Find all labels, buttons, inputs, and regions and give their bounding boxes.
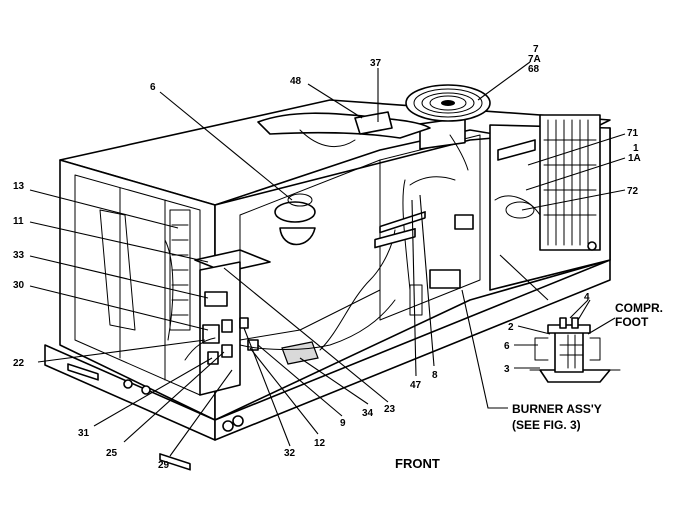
label-29: 29 xyxy=(158,460,170,471)
label-37: 37 xyxy=(370,58,382,69)
label-31: 31 xyxy=(78,428,90,439)
label-11: 11 xyxy=(13,216,24,227)
label-71: 71 xyxy=(627,128,639,139)
label-33: 33 xyxy=(13,250,25,261)
label-burner-line1: BURNER ASS'Y xyxy=(512,402,602,416)
label-7: 7 xyxy=(533,44,539,55)
label-detail-6: 6 xyxy=(504,341,510,352)
left-compartment xyxy=(74,174,201,396)
label-burner-line2: (SEE FIG. 3) xyxy=(512,418,581,432)
label-detail-4: 4 xyxy=(584,292,590,303)
label-9: 9 xyxy=(340,418,346,429)
label-47: 47 xyxy=(410,380,422,391)
label-8: 8 xyxy=(432,370,438,381)
label-compr-line2: FOOT xyxy=(615,315,649,329)
control-box xyxy=(194,249,271,396)
label-34: 34 xyxy=(362,408,374,419)
label-detail-3: 3 xyxy=(504,364,510,375)
label-1a: 1A xyxy=(628,153,641,164)
condenser-fan xyxy=(405,84,491,122)
blower-section xyxy=(239,159,396,365)
leader-lines xyxy=(29,61,626,457)
label-22: 22 xyxy=(13,358,25,369)
label-30: 30 xyxy=(13,280,25,291)
label-48: 48 xyxy=(290,76,302,87)
callouts: 7 7A 68 37 48 6 71 1 1A 72 13 11 33 30 2… xyxy=(13,44,663,471)
label-72: 72 xyxy=(627,186,639,197)
label-32: 32 xyxy=(284,448,296,459)
label-25: 25 xyxy=(106,448,118,459)
label-13: 13 xyxy=(13,181,25,192)
condenser-coil xyxy=(489,114,611,291)
label-7a: 7A xyxy=(528,54,541,65)
label-68: 68 xyxy=(528,64,540,75)
base-knockouts xyxy=(67,211,597,471)
compressor-foot-detail xyxy=(529,317,621,383)
label-detail-2: 2 xyxy=(508,322,514,333)
label-compr-line1: COMPR. xyxy=(615,301,663,315)
label-front: FRONT xyxy=(395,456,440,471)
label-6: 6 xyxy=(150,82,156,93)
label-23: 23 xyxy=(384,404,396,415)
label-12: 12 xyxy=(314,438,326,449)
label-1: 1 xyxy=(633,143,639,154)
roof-tray xyxy=(257,111,469,171)
